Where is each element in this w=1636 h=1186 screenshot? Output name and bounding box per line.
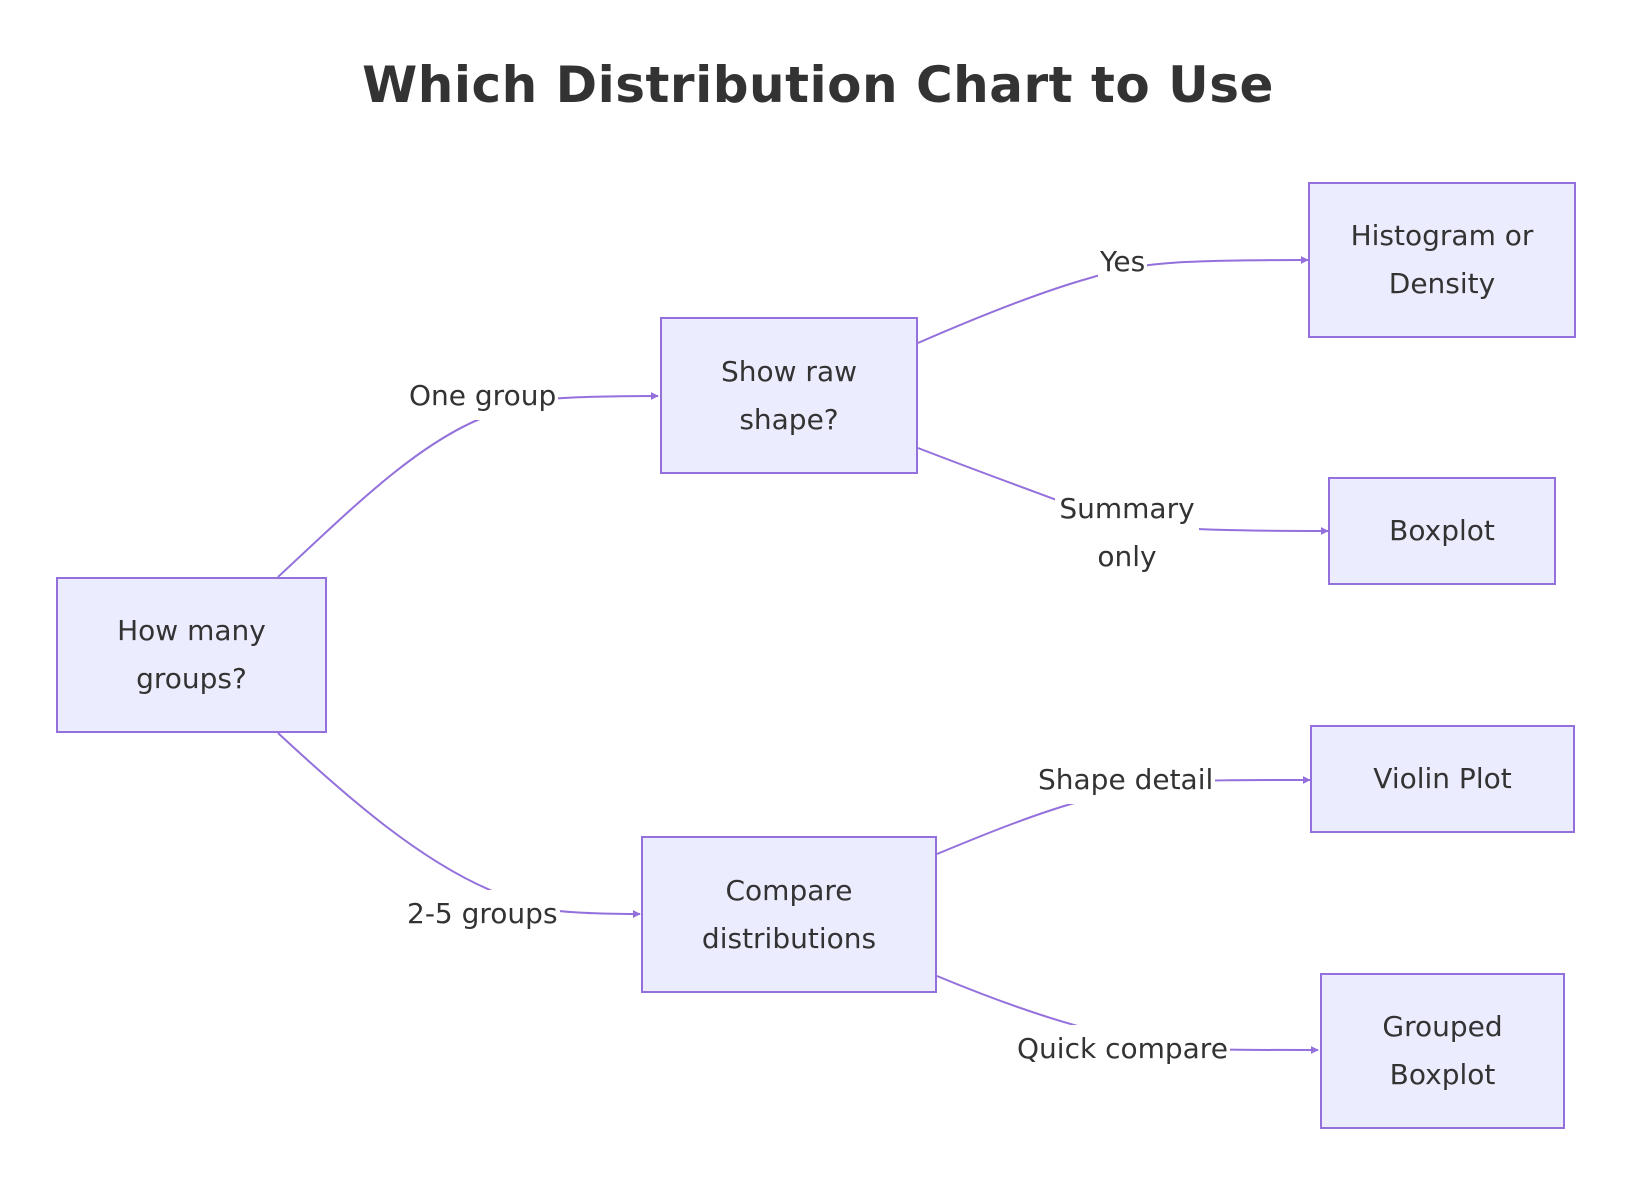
node-violin-plot: Violin Plot xyxy=(1310,725,1575,833)
edge-one-group xyxy=(277,392,659,578)
edge-label-2-5-groups: 2-5 groups xyxy=(405,890,560,938)
node-show-raw-shape-label: Show raw shape? xyxy=(720,354,858,436)
node-grouped-boxplot-label: Grouped Boxplot xyxy=(1382,1010,1503,1091)
node-compare-distributions: Compare distributions xyxy=(641,836,937,993)
node-violin-plot-label: Violin Plot xyxy=(1373,762,1512,795)
node-show-raw-shape: Show raw shape? xyxy=(660,317,918,474)
node-boxplot-label: Boxplot xyxy=(1389,514,1495,547)
edge-label-yes: Yes xyxy=(1098,238,1148,286)
node-how-many-groups-label: How many groups? xyxy=(117,614,266,695)
node-histogram-or-density-label: Histogram or Density xyxy=(1350,219,1534,300)
edge-label-summary-only: Summary only xyxy=(1055,485,1199,581)
edge-label-one-group: One group xyxy=(407,372,559,420)
node-how-many-groups: How many groups? xyxy=(56,577,327,733)
node-grouped-boxplot: Grouped Boxplot xyxy=(1320,973,1565,1129)
node-compare-distributions-label: Compare distributions xyxy=(701,873,877,955)
node-boxplot: Boxplot xyxy=(1328,477,1556,585)
edge-label-shape-detail: Shape detail xyxy=(1036,756,1216,804)
edge-yes xyxy=(917,256,1309,344)
node-histogram-or-density: Histogram or Density xyxy=(1308,182,1576,338)
edge-2-5-groups xyxy=(277,732,641,918)
edge-label-quick-compare: Quick compare xyxy=(1015,1025,1230,1073)
diagram-title: Which Distribution Chart to Use xyxy=(362,56,1274,114)
